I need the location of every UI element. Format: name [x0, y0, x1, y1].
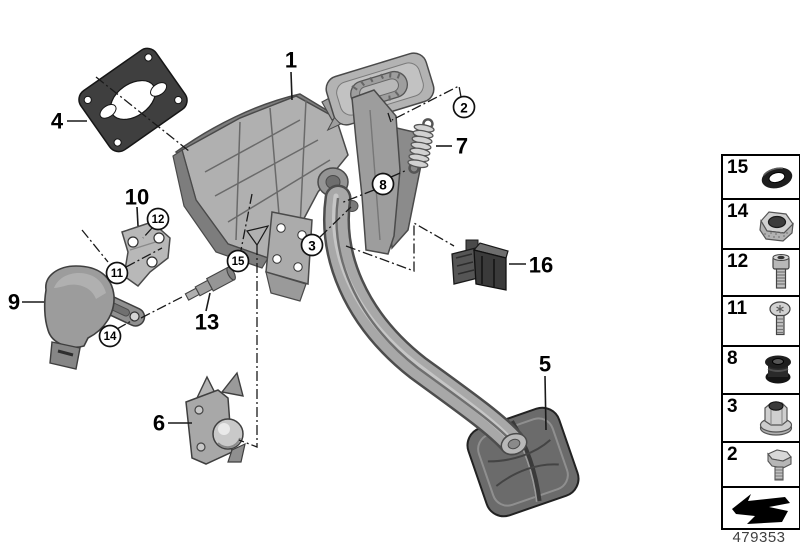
- callout-14-label[interactable]: 14: [104, 331, 117, 343]
- sidebar-item-8[interactable]: 8: [723, 347, 799, 395]
- callout-5[interactable]: 5: [539, 352, 551, 377]
- callout-2[interactable]: 2: [452, 95, 476, 119]
- callout-16[interactable]: 16: [529, 253, 553, 278]
- axis-line: [140, 295, 185, 319]
- sidebar-item-2[interactable]: 2: [723, 443, 799, 488]
- callout-4-label[interactable]: 4: [51, 109, 64, 134]
- o-ring-icon: [761, 167, 793, 189]
- leader-lines: [22, 71, 547, 448]
- sidebar-item-3[interactable]: 3: [723, 395, 799, 443]
- hex-bolt-icon: [767, 448, 792, 481]
- knurled-nut-icon: [759, 211, 794, 242]
- callout-10-label[interactable]: 10: [125, 185, 149, 210]
- fastener-sidebar: 15 14 12: [721, 154, 800, 530]
- callout-9-label[interactable]: 9: [8, 290, 20, 315]
- pedal-bracket-assembly: [172, 52, 435, 302]
- sidebar-item-14-label: 14: [727, 201, 749, 222]
- callout-6-label[interactable]: 6: [153, 411, 165, 436]
- callout-8-label[interactable]: 8: [379, 178, 387, 193]
- sidebar-item-12[interactable]: 12: [723, 250, 799, 297]
- bracket-part: [121, 221, 171, 288]
- flange-nut-icon: [759, 401, 793, 436]
- sidebar-item-12-label: 12: [727, 251, 749, 272]
- sensor-part: [43, 265, 146, 370]
- callout-1[interactable]: 1: [285, 48, 297, 73]
- sidebar-item-2-label: 2: [727, 444, 738, 465]
- spring-part: [407, 118, 435, 174]
- callout-2-label[interactable]: 2: [460, 101, 468, 116]
- callout-13[interactable]: 13: [195, 310, 219, 335]
- callout-7[interactable]: 7: [456, 134, 468, 159]
- callout-13-label[interactable]: 13: [195, 310, 219, 335]
- switch-part: [451, 239, 509, 291]
- callout-7-label[interactable]: 7: [456, 134, 468, 159]
- callout-15-label[interactable]: 15: [232, 256, 245, 268]
- callout-4[interactable]: 4: [51, 109, 64, 134]
- sidebar-item-8-label: 8: [727, 348, 738, 369]
- ball-bracket-part: [185, 371, 246, 465]
- callout-10[interactable]: 10: [125, 185, 149, 210]
- drawing-number: 479353: [732, 529, 786, 546]
- direction-arrow-icon: [732, 494, 790, 524]
- sidebar-item-14[interactable]: 14: [723, 200, 799, 250]
- callout-15[interactable]: 15: [226, 249, 250, 273]
- callout-11[interactable]: 11: [105, 261, 129, 285]
- callout-16-label[interactable]: 16: [529, 253, 553, 278]
- sidebar-item-11[interactable]: 11: [723, 297, 799, 347]
- callout-12[interactable]: 12: [146, 207, 170, 231]
- sidebar-item-11-label: 11: [727, 298, 748, 319]
- callout-8[interactable]: 8: [371, 172, 395, 196]
- sidebar-item-3-label: 3: [727, 396, 738, 417]
- socket-head-screw-icon: [772, 253, 790, 289]
- callout-9[interactable]: 9: [8, 290, 20, 315]
- callout-12-label[interactable]: 12: [152, 214, 165, 226]
- pedal-arm: [323, 184, 528, 456]
- callout-11-label[interactable]: 11: [111, 268, 124, 280]
- grommet-icon: [765, 355, 791, 384]
- sidebar-item-15-label: 15: [727, 157, 749, 178]
- pan-head-screw-icon: [769, 301, 791, 336]
- callout-3[interactable]: 3: [300, 233, 324, 257]
- callout-1-label[interactable]: 1: [285, 48, 297, 73]
- callout-3-label[interactable]: 3: [308, 239, 316, 254]
- sidebar-direction-box: [723, 488, 799, 528]
- sidebar-item-15[interactable]: 15: [723, 156, 799, 200]
- pin-part: [184, 266, 236, 301]
- callout-6[interactable]: 6: [153, 411, 165, 436]
- callout-5-label[interactable]: 5: [539, 352, 551, 377]
- callout-14[interactable]: 14: [98, 324, 122, 348]
